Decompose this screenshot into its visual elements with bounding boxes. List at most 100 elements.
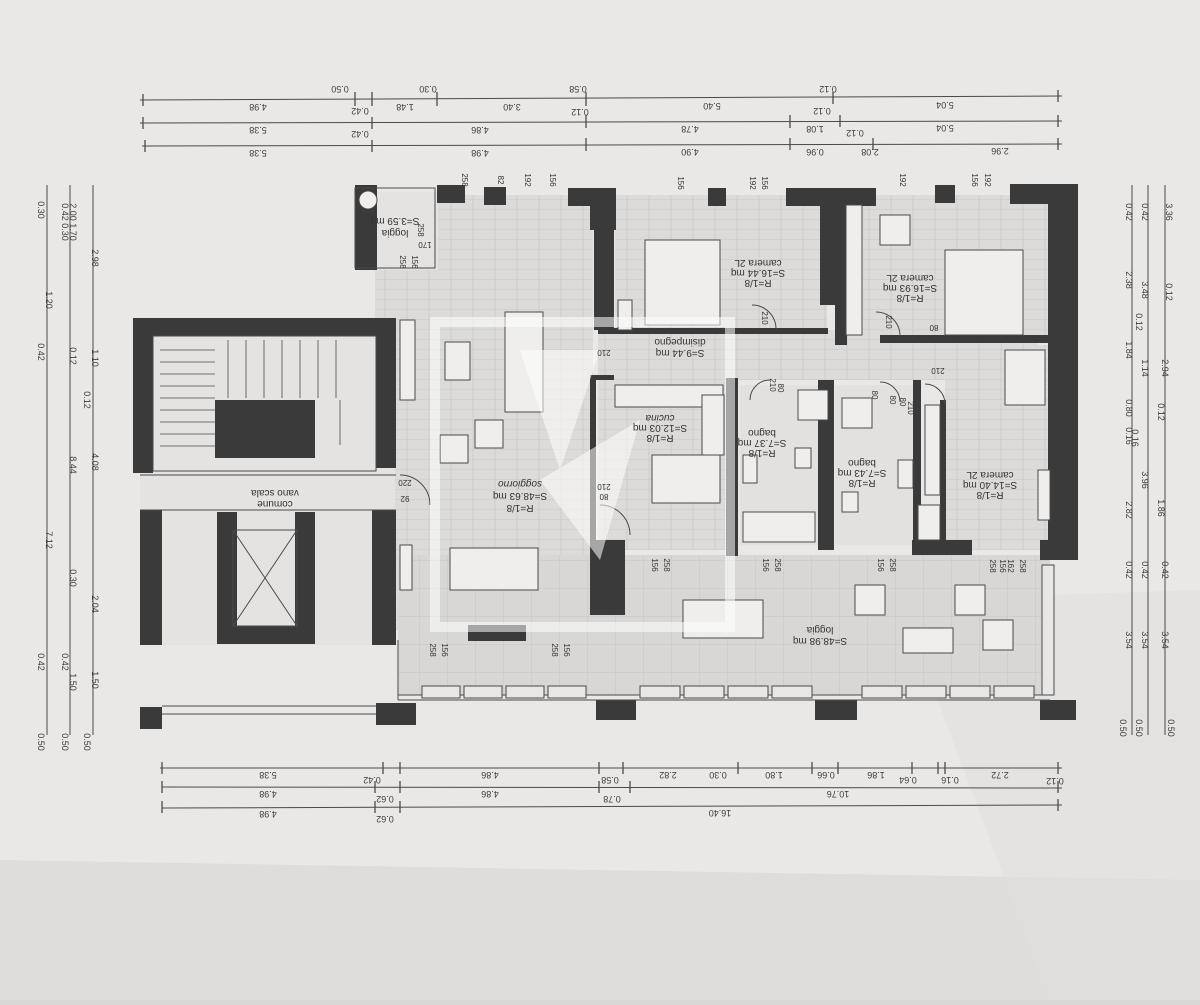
planter (1041, 564, 1055, 696)
opening-dim: 156 (970, 173, 979, 187)
opening-dim: 192 (523, 173, 532, 187)
dim-label: 5.38 (249, 148, 267, 158)
dim-label: 0.16 (1130, 429, 1140, 447)
label-camera3: R=1/8 S=14.40 mq camera 2L (963, 469, 1017, 500)
armchair (879, 214, 911, 246)
dim-label: 2.04 (90, 595, 100, 613)
dim-label: 2.94 (1160, 359, 1170, 377)
dim-label: 1.10 (90, 349, 100, 367)
planter (505, 685, 545, 699)
planter (949, 685, 991, 699)
furniture (358, 190, 1051, 654)
opening-dim: 210 (760, 311, 769, 325)
dim-label: 2.38 (1124, 271, 1134, 289)
dim-label: 3.48 (1140, 281, 1150, 299)
dim-ticks-top (142, 90, 1059, 152)
dimension-lines-top (139, 95, 1063, 147)
wall (1048, 184, 1078, 559)
opening-dim: 80 (888, 396, 897, 405)
planter (683, 685, 725, 699)
dim-label: 0.12 (1134, 313, 1144, 331)
dim-label: 0.30 (419, 84, 437, 94)
opening-labels: 258 82 192 156 156 192 156 192 156 192 2… (398, 173, 1027, 657)
wall (133, 318, 395, 336)
door-arc (924, 383, 946, 405)
dim-label: 4.08 (90, 453, 100, 471)
room-name: bagno (848, 457, 876, 468)
dim-label: 4.86 (481, 770, 499, 780)
wall (594, 230, 614, 330)
opening-dim: 156 (761, 558, 770, 572)
elevator-cross (232, 529, 298, 627)
dim-label: 3.40 (503, 102, 521, 112)
dim-label: 16.40 (709, 808, 732, 818)
label-bagno1: R=1/8 S=7.37 mq bagno (738, 427, 787, 458)
dim-label: 3.96 (1140, 471, 1150, 489)
room-area: S=16.44 mq (731, 267, 785, 278)
stair-landing (152, 335, 377, 472)
door-arc (751, 304, 777, 330)
sink (742, 454, 758, 484)
opening-dim: 258 (460, 173, 469, 187)
dim-label: 0.16 (941, 775, 959, 785)
label-camera1: R=1/8 S=16.44 mq camera 2L (731, 257, 785, 288)
dim-label: 0.42 (1124, 561, 1134, 579)
armchair (854, 584, 886, 616)
room-name: disimpegno (654, 336, 706, 347)
watermark-frame (430, 317, 735, 632)
dim-labels-bottom: 5.38 0.42 4.86 0.58 2.82 0.30 1.80 0.66 … (259, 770, 1064, 824)
wall (1040, 540, 1078, 560)
dim-label: 2.82 (659, 770, 677, 780)
dim-label: 8.44 (68, 456, 78, 474)
planter (861, 685, 903, 699)
opening-dim: 80 (898, 398, 907, 407)
planter (639, 685, 681, 699)
sink (897, 459, 914, 489)
dim-label: 0.50 (1134, 719, 1144, 737)
dim-label: 0.64 (899, 775, 917, 785)
desk (1037, 469, 1051, 521)
wall (140, 707, 162, 729)
dim-label: 0.30 (36, 201, 46, 219)
wardrobe (924, 404, 941, 496)
wall (484, 187, 506, 205)
opening-dim: 92 (400, 494, 409, 503)
dim-label: 0.42 (36, 653, 46, 671)
dim-label: 1.50 (68, 673, 78, 691)
dim-label: 2.96 (991, 146, 1009, 156)
dim-label: 0.62 (376, 794, 394, 804)
opening-dim: 192 (983, 173, 992, 187)
kitchen-counter (701, 394, 725, 456)
dim-label: 0.50 (36, 733, 46, 751)
opening-dim: 156 (998, 559, 1007, 573)
dim-label: 0.42 (1140, 561, 1150, 579)
floor-vano-scala (140, 320, 395, 645)
label-soggiorno: R=1/8 S=48.63 mq soggiorno (493, 478, 547, 513)
opening-dim: 220 (398, 478, 412, 487)
room-area: S=12.03 mq (633, 422, 687, 433)
dim-line (141, 143, 1063, 147)
dim-label: 0.12 (1156, 403, 1166, 421)
wall (940, 400, 946, 550)
opening-dim: 80 (776, 384, 785, 393)
room-name: camera 2L (886, 272, 934, 283)
coffee-table (444, 341, 471, 381)
loggia-small-outline (354, 187, 436, 269)
room-labels: loggia S=3.59 mq vano scala comune R=1/8… (251, 215, 1017, 646)
room-area: S=48.98 mq (793, 635, 847, 646)
opening-dim: 258 (662, 558, 671, 572)
room-name: camera 2L (966, 469, 1014, 480)
dim-label: 0.12 (1164, 283, 1174, 301)
dim-label: 0.30 (60, 223, 70, 241)
wardrobe (399, 319, 416, 401)
opening-dim: 210 (597, 348, 611, 357)
wall (376, 703, 416, 725)
dim-label: 1.86 (867, 770, 885, 780)
dim-label: 2.00 (68, 203, 78, 221)
stair-steps (160, 340, 341, 447)
planter (421, 685, 461, 699)
wall (913, 380, 921, 550)
toilet (841, 491, 859, 513)
elevator-shaft (232, 529, 298, 627)
